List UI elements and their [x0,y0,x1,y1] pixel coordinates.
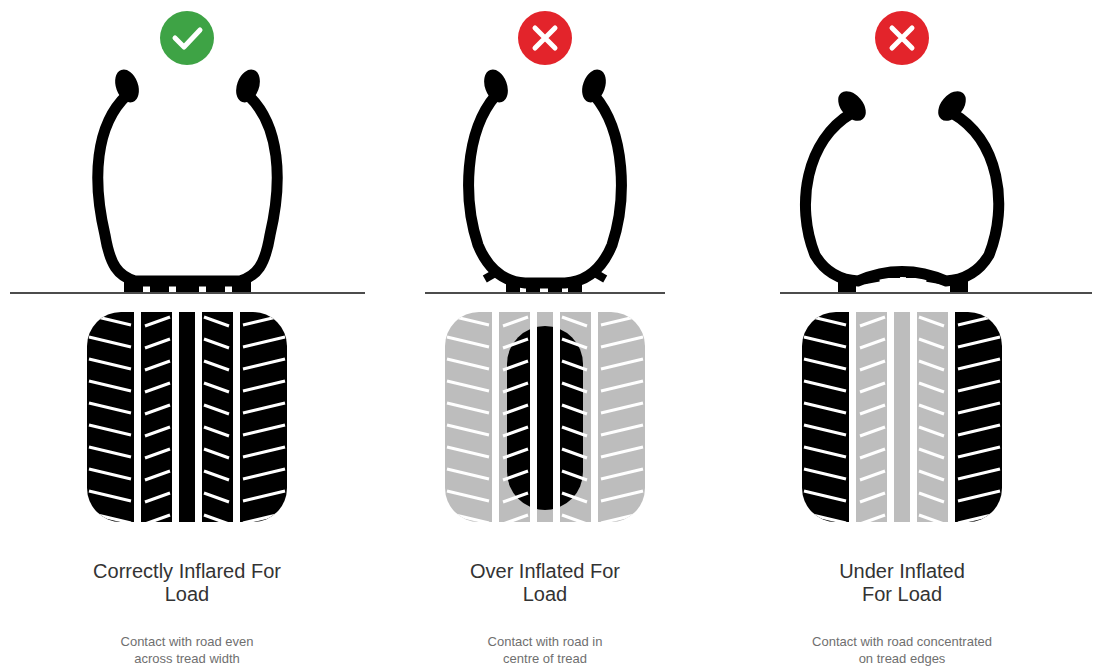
check-icon [160,11,214,65]
cross-icon [518,11,572,65]
tyre-section [805,86,998,292]
state-note: Contact with road even across tread widt… [107,633,267,667]
state-note: Contact with road concentrated on tread … [807,633,997,667]
tyre-section [469,66,622,292]
state-title: Over Inflated For Load [465,560,625,606]
road-line [10,292,1092,294]
tyre-section [98,66,277,292]
tread-footprint [87,312,287,522]
tread-footprint [802,312,1002,522]
state-title: Correctly Inflared For Load [87,560,287,606]
state-note: Contact with road in centre of tread [470,633,620,667]
cross-icon [875,11,929,65]
state-title: Under Inflated For Load [822,560,982,606]
tread-footprint [445,312,645,522]
